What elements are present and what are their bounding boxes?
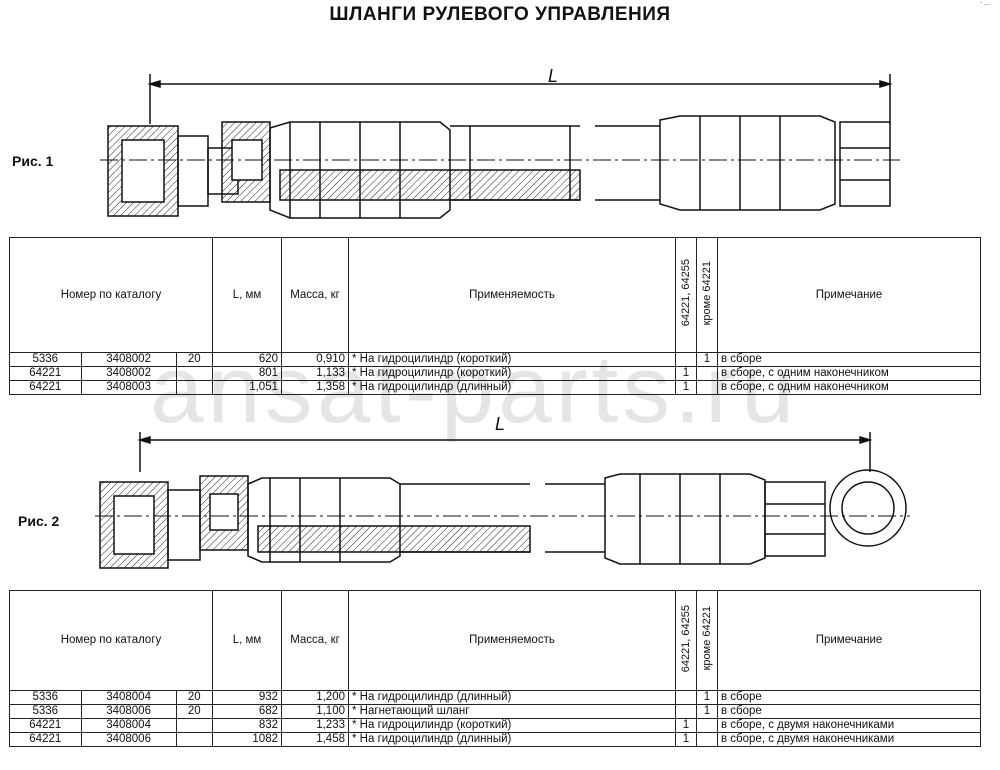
part-cell: 3408006 [80,704,177,719]
header-mass: Масса, кг [281,237,349,353]
header-note: Примечание [717,237,981,353]
use-cell: * Нагнетающий шланг [348,704,676,719]
suffix-cell: 20 [175,352,214,367]
header-col-a: 64221, 64255 [675,590,697,691]
part-cell: 3408002 [80,352,177,367]
use-cell: * На гидроцилиндр (длинный) [348,380,676,395]
length-cell: 620 [212,352,282,367]
parts-table-2: Номер по каталогу L, мм Масса, кг Примен… [9,590,981,747]
table-row: 64221 3408002 801 1,133 * На гидроцилинд… [9,366,981,381]
suffix-cell [175,380,214,395]
corner-mark: " — [980,2,990,8]
table-row: 5336 3408004 20 932 1,200 * На гидроцили… [9,690,981,705]
suffix-cell: 20 [175,704,214,719]
table-row: 64221 3408004 832 1,233 * На гидроцилинд… [9,718,981,733]
header-catalog: Номер по каталогу [9,590,213,691]
use-cell: * На гидроцилиндр (длинный) [348,732,676,747]
note-cell: в сборе, с двумя наконечниками [717,732,981,747]
col-b-cell [696,732,718,747]
model-cell: 64221 [9,732,82,747]
use-cell: * На гидроцилиндр (короткий) [348,718,676,733]
model-cell: 5336 [9,352,82,367]
mass-cell: 1,133 [281,366,349,381]
table-row: 5336 3408006 20 682 1,100 * Нагнетающий … [9,704,981,719]
suffix-cell [175,718,214,733]
header-applicability: Применяемость [348,590,676,691]
length-cell: 1,051 [212,380,282,395]
header-mass: Масса, кг [281,590,349,691]
model-cell: 64221 [9,366,82,381]
col-a-cell [675,704,697,719]
part-cell: 3408004 [80,690,177,705]
col-b-cell: 1 [696,704,718,719]
note-cell: в сборе, с двумя наконечниками [717,718,981,733]
part-cell: 3408006 [80,732,177,747]
note-cell: в сборе, с одним наконечником [717,380,981,395]
length-cell: 932 [212,690,282,705]
mass-cell: 1,233 [281,718,349,733]
table-header-row: Номер по каталогу L, мм Масса, кг Примен… [9,590,981,691]
use-cell: * На гидроцилиндр (короткий) [348,366,676,381]
length-cell: 682 [212,704,282,719]
figure1-dimension-label: L [548,66,559,86]
suffix-cell: 20 [175,690,214,705]
model-cell: 64221 [9,718,82,733]
header-note: Примечание [717,590,981,691]
model-cell: 5336 [9,704,82,719]
part-cell: 3408004 [80,718,177,733]
page-title: ШЛАНГИ РУЛЕВОГО УПРАВЛЕНИЯ [329,4,671,25]
use-cell: * На гидроцилиндр (длинный) [348,690,676,705]
table-row: 64221 3408003 1,051 1,358 * На гидроцили… [9,380,981,395]
header-col-b: кроме 64221 [696,590,718,691]
header-length: L, мм [212,590,282,691]
header-applicability: Применяемость [348,237,676,353]
length-cell: 1082 [212,732,282,747]
col-a-cell: 1 [675,718,697,733]
note-cell: в сборе [717,704,981,719]
table-row: 64221 3408006 1082 1,458 * На гидроцилин… [9,732,981,747]
col-a-cell: 1 [675,732,697,747]
mass-cell: 1,100 [281,704,349,719]
col-b-cell: 1 [696,690,718,705]
header-catalog: Номер по каталогу [9,237,213,353]
col-b-cell [696,718,718,733]
note-cell: в сборе [717,690,981,705]
figure2-dimension-label: L [495,414,506,434]
length-cell: 832 [212,718,282,733]
part-cell: 3408003 [80,380,177,395]
figure1-hose-drawing [100,74,900,219]
mass-cell: 1,458 [281,732,349,747]
parts-table-1: Номер по каталогу L, мм Масса, кг Примен… [9,237,981,395]
model-cell: 5336 [9,690,82,705]
figure2-label: Рис. 2 [18,513,60,529]
col-a-cell [675,690,697,705]
model-cell: 64221 [9,380,82,395]
mass-cell: 1,200 [281,690,349,705]
suffix-cell [175,732,214,747]
figure1-label: Рис. 1 [12,153,54,169]
figure2-hose-drawing [95,432,910,569]
table-header-row: Номер по каталогу L, мм Масса, кг Примен… [9,237,981,353]
watermark: ansat-parts.ru [150,336,799,443]
